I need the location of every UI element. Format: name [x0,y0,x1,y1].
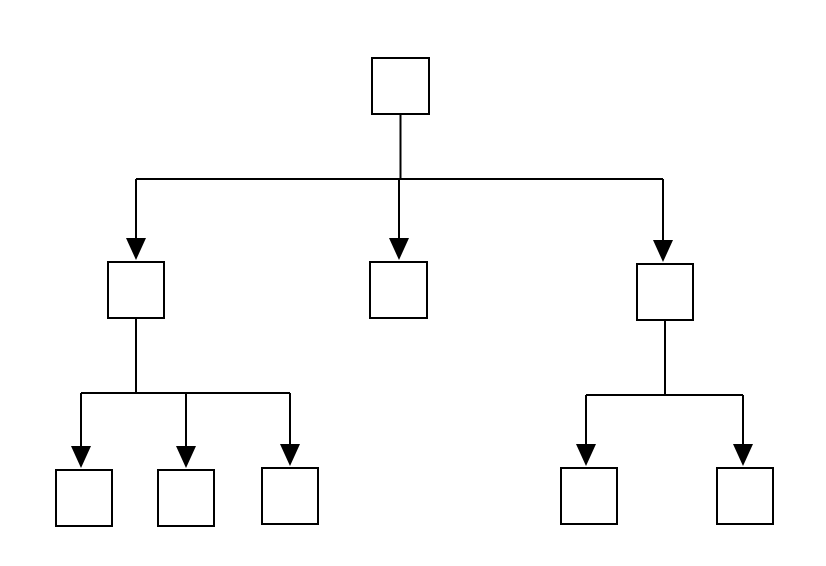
arrowhead-right [653,240,673,262]
node-right [636,263,694,321]
arrowhead-right-child-2 [733,444,753,466]
arrowhead-left-child-3 [280,444,300,466]
node-right-child-1 [560,467,618,525]
node-left [107,261,165,319]
connectors [71,114,753,468]
nodes [55,57,774,527]
arrowhead-left-child-2 [176,446,196,468]
node-left-child-3 [261,467,319,525]
arrowhead-left [126,238,146,260]
node-middle [369,261,428,319]
arrowhead-middle [389,238,409,260]
node-left-child-2 [157,469,215,527]
node-left-child-1 [55,469,113,527]
arrowhead-left-child-1 [71,446,91,468]
arrowhead-right-child-1 [576,444,596,466]
node-root [371,57,430,115]
node-right-child-2 [716,467,774,525]
